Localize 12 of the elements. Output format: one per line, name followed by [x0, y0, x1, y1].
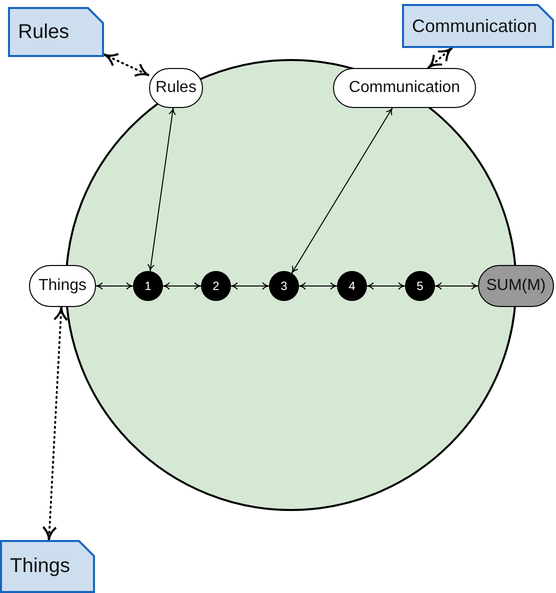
number-marker: 3: [269, 271, 299, 301]
sum-node: SUM(M): [478, 265, 554, 307]
number-marker: 2: [201, 271, 231, 301]
rounded-node: Rules: [149, 68, 203, 108]
rounded-node: Things: [29, 265, 96, 307]
note-box: Things: [0, 540, 95, 593]
rounded-node: Communication: [333, 68, 476, 108]
number-marker: 4: [337, 271, 367, 301]
number-marker: 5: [405, 271, 435, 301]
number-marker: 1: [133, 271, 163, 301]
note-box: Rules: [8, 7, 104, 57]
note-box: Communication: [402, 4, 554, 48]
